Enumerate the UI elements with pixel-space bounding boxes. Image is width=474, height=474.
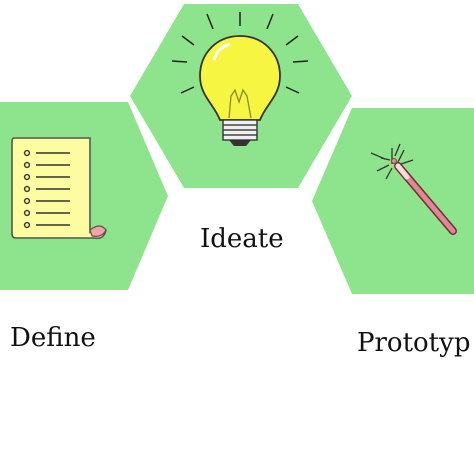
notepad-scroll-icon <box>11 137 107 240</box>
define-label: Define <box>10 323 96 353</box>
ideate-label: Ideate <box>200 224 284 254</box>
prototype-hexagon <box>312 108 474 294</box>
lightbulb-icon <box>171 12 309 146</box>
magic-wand-icon <box>370 143 457 235</box>
prototype-label: Prototyp <box>357 328 471 358</box>
